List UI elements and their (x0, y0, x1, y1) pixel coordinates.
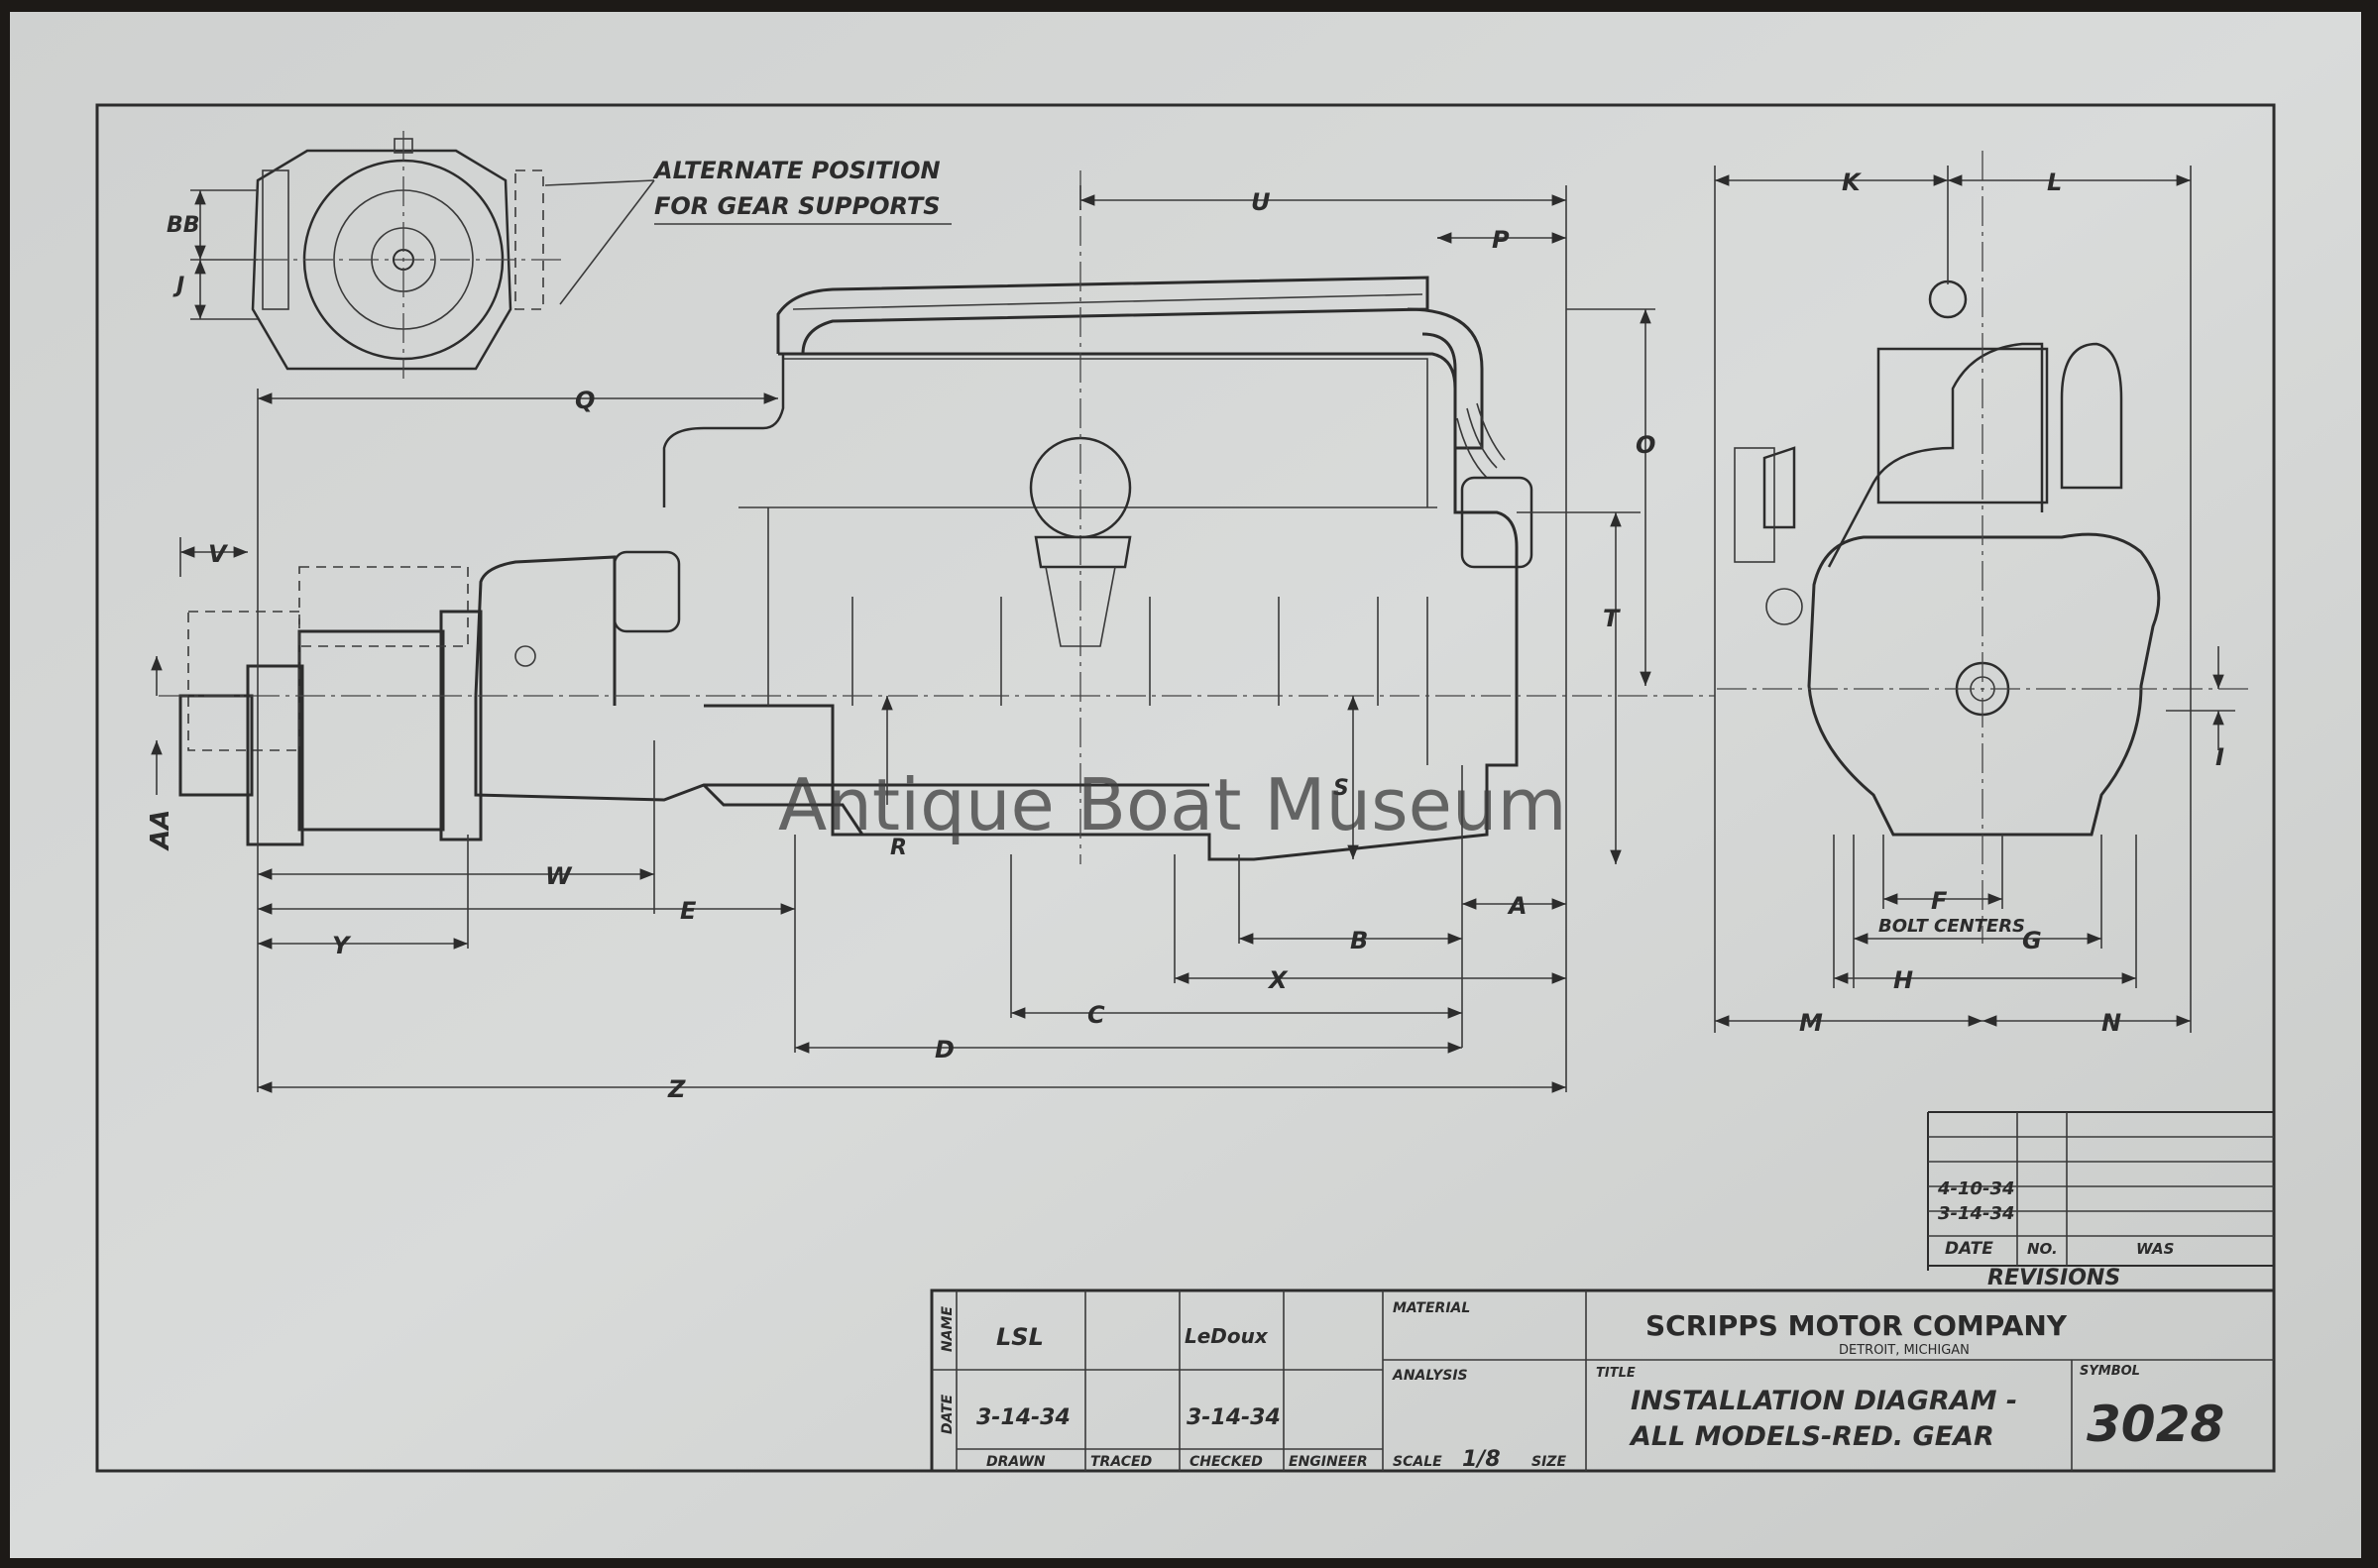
tb-drawn-name: LSL (996, 1323, 1044, 1351)
revision-date-1: 4-10-34 (1937, 1178, 2015, 1199)
revision-col-no: NO. (2027, 1240, 2058, 1258)
blueprint-sheet: BB J ALTERNATE POSITION FOR GEAR SUPPORT… (10, 12, 2361, 1558)
tb-checked-label: CHECKED (1189, 1454, 1263, 1470)
tb-traced-label: TRACED (1090, 1454, 1152, 1470)
watermark-text: Antique Boat Museum (778, 763, 1567, 846)
dim-label-B: B (1350, 927, 1368, 954)
callout-line-2: FOR GEAR SUPPORTS (654, 192, 941, 220)
tb-title-label: TITLE (1596, 1366, 1636, 1381)
dim-label-AA: AA (146, 810, 175, 851)
tb-checked-date: 3-14-34 (1187, 1405, 1281, 1430)
revision-date-2: 3-14-34 (1938, 1203, 2015, 1224)
dim-label-I: I (2215, 743, 2224, 771)
dim-label-V: V (208, 540, 229, 568)
dim-label-L: L (2047, 168, 2062, 196)
tb-symbol-label: SYMBOL (2080, 1364, 2140, 1379)
bolt-centers-label: BOLT CENTERS (1878, 916, 2025, 937)
tb-company-name: SCRIPPS MOTOR COMPANY (1645, 1309, 2068, 1342)
dim-label-U: U (1251, 188, 1271, 216)
revision-col-date: DATE (1945, 1239, 1993, 1259)
tb-scale-label: SCALE (1393, 1454, 1442, 1470)
dim-label-T: T (1603, 605, 1621, 632)
tb-date-label: DATE (940, 1394, 956, 1434)
tb-material-label: MATERIAL (1393, 1300, 1470, 1316)
dim-label-F: F (1931, 887, 1948, 915)
dim-label-P: P (1492, 226, 1510, 254)
tb-checked-signature: LeDoux (1185, 1324, 1269, 1348)
revisions-title: REVISIONS (1987, 1266, 2120, 1290)
engine-side-elevation (159, 170, 1715, 864)
dim-label-BB: BB (167, 213, 200, 238)
tb-symbol-number: 3028 (2087, 1396, 2224, 1453)
dim-label-G: G (2022, 927, 2042, 954)
gear-housing-end-view (190, 131, 565, 379)
tb-drawn-label: DRAWN (986, 1454, 1046, 1470)
dim-label-W: W (545, 862, 573, 890)
engine-end-view (1717, 151, 2250, 944)
callout-line-1: ALTERNATE POSITION (652, 157, 941, 184)
dim-label-Z: Z (667, 1075, 686, 1103)
dim-label-R: R (890, 836, 907, 860)
title-block (930, 1288, 2276, 1473)
dim-label-A: A (1507, 892, 1528, 920)
dim-label-E: E (680, 897, 697, 925)
dim-label-S: S (1333, 776, 1349, 801)
dim-label-J: J (172, 274, 184, 298)
dim-label-M: M (1799, 1009, 1823, 1037)
tb-scale-value: 1/8 (1462, 1447, 1501, 1472)
dim-label-C: C (1087, 1001, 1105, 1029)
tb-title-line2: ALL MODELS-RED. GEAR (1629, 1421, 1994, 1452)
tb-engineer-label: ENGINEER (1289, 1454, 1368, 1470)
dim-label-H: H (1893, 966, 1913, 994)
tb-drawn-date: 3-14-34 (976, 1405, 1071, 1430)
tb-name-label: NAME (940, 1306, 956, 1352)
tb-analysis-label: ANALYSIS (1392, 1368, 1468, 1384)
tb-company-city: DETROIT, MICHIGAN (1839, 1343, 1970, 1358)
tb-title-line1: INSTALLATION DIAGRAM - (1631, 1386, 2017, 1416)
tb-size-label: SIZE (1531, 1454, 1566, 1470)
dim-label-Q: Q (575, 387, 595, 414)
dim-label-O: O (1636, 431, 1655, 459)
dim-label-Y: Y (332, 932, 352, 959)
dim-label-K: K (1842, 168, 1863, 196)
dim-label-D: D (935, 1036, 955, 1064)
dim-label-N: N (2101, 1009, 2121, 1037)
dim-label-X: X (1267, 966, 1289, 994)
revision-col-was: WAS (2136, 1240, 2174, 1258)
